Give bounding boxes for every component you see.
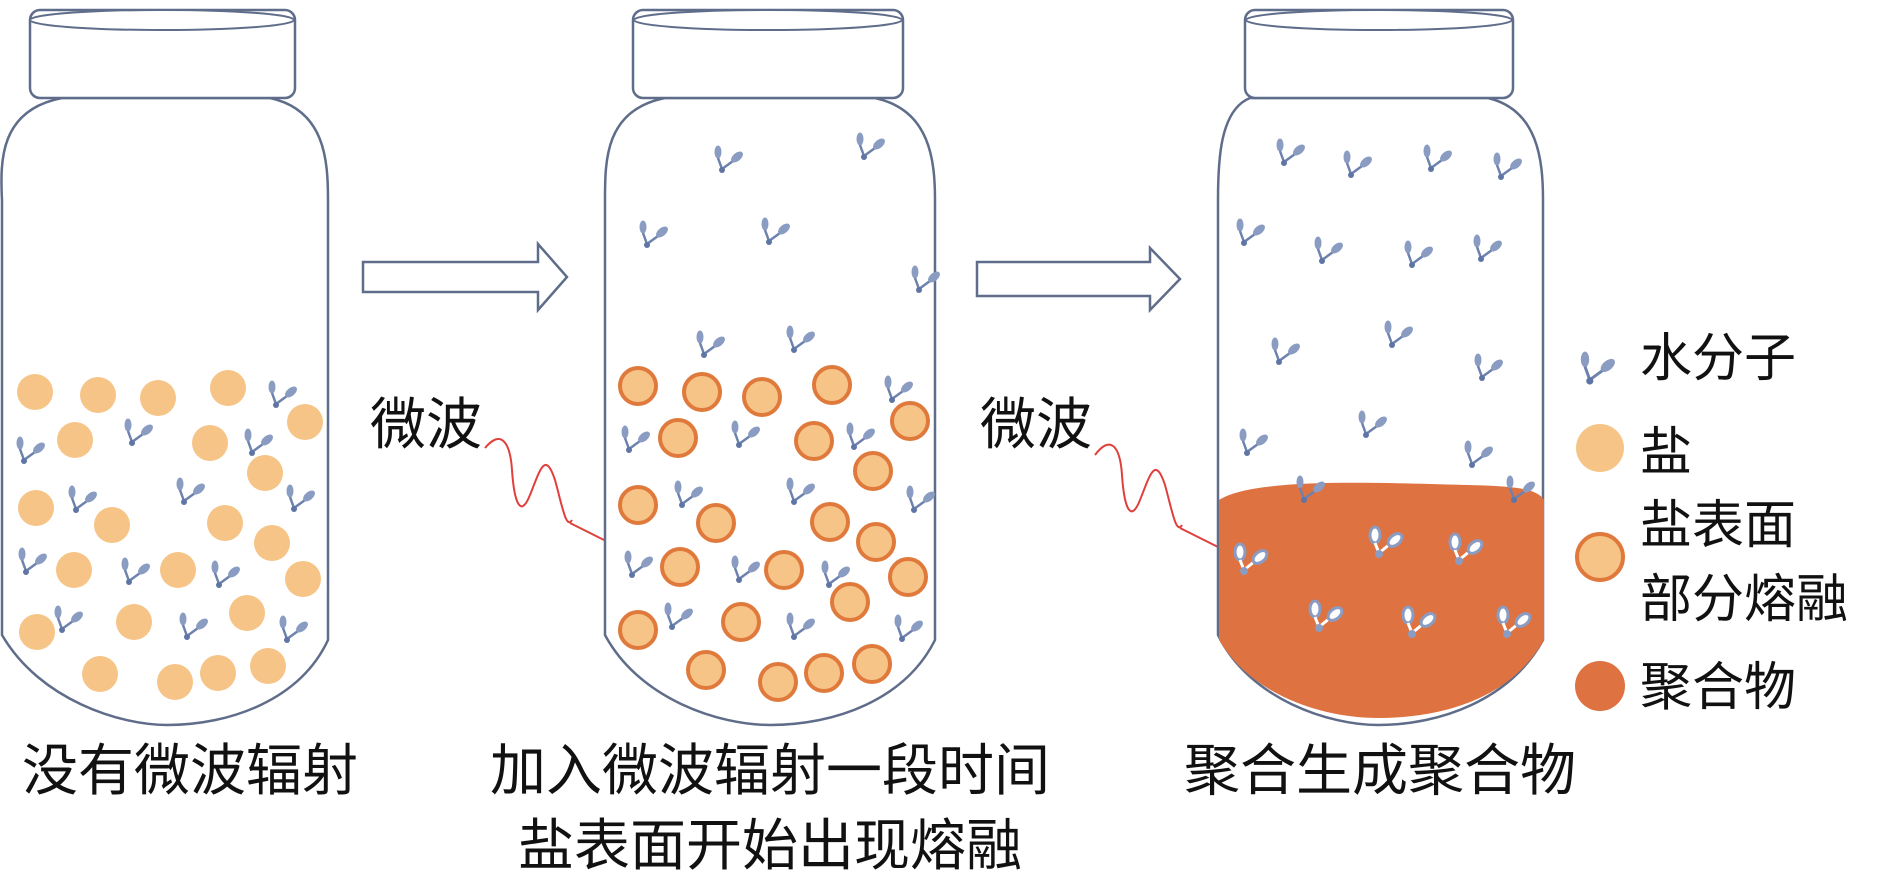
melting-salt-particle: [764, 550, 804, 590]
melting-salt-particle: [890, 401, 930, 441]
melting-salt-particle: [742, 377, 782, 417]
legend-melting-line1: 盐表面: [1640, 496, 1796, 556]
melting-salt-particle: [888, 557, 928, 597]
salt-particle: [285, 561, 321, 597]
melting-salt-particle: [812, 365, 852, 405]
salt-particle: [247, 455, 283, 491]
jar-1-salt-particles: [17, 370, 323, 700]
melting-salt-particle: [856, 522, 896, 562]
stage-3-caption: 聚合生成聚合物: [1184, 739, 1576, 804]
salt-particle: [94, 507, 130, 543]
legend: 水分子 盐 盐表面 部分熔融 聚合物: [1575, 329, 1848, 718]
salt-particle: [157, 664, 193, 700]
legend-polymer-icon: [1575, 661, 1625, 711]
salt-particle: [210, 370, 246, 406]
jar-2-melting-salt-particles: [618, 365, 930, 702]
melting-salt-particle: [618, 366, 658, 406]
salt-particle: [19, 614, 55, 650]
legend-water-label: 水分子: [1640, 329, 1796, 389]
legend-polymer-label: 聚合物: [1640, 658, 1796, 718]
salt-particle: [200, 655, 236, 691]
microwave-label-2: 微波: [980, 393, 1092, 458]
salt-particle: [229, 595, 265, 631]
salt-particle: [57, 422, 93, 458]
melting-salt-particle: [852, 644, 892, 684]
melting-salt-particle: [618, 610, 658, 650]
melting-salt-particle: [721, 602, 761, 642]
stage-1-caption: 没有微波辐射: [22, 739, 358, 804]
jar-2: [603, 8, 937, 727]
melting-salt-particle: [758, 662, 798, 702]
legend-melting-salt-icon: [1575, 532, 1625, 582]
melting-salt-particle: [853, 451, 893, 491]
salt-particle: [18, 490, 54, 526]
salt-particle: [160, 552, 196, 588]
salt-particle: [254, 525, 290, 561]
melting-salt-particle: [686, 650, 726, 690]
melting-salt-particle: [618, 485, 658, 525]
legend-water-icon: [1579, 350, 1619, 387]
microwave-label-1: 微波: [370, 393, 482, 458]
salt-particle: [207, 505, 243, 541]
melting-salt-particle: [794, 421, 834, 461]
melting-salt-particle: [682, 372, 722, 412]
jar-3: [1216, 8, 1545, 727]
process-arrow-1: [361, 240, 569, 314]
salt-particle: [116, 604, 152, 640]
salt-particle: [192, 425, 228, 461]
salt-particle: [17, 374, 53, 410]
salt-particle: [56, 552, 92, 588]
microwave-wave-2: [1094, 443, 1183, 529]
salt-particle: [250, 648, 286, 684]
legend-melting-line2: 部分熔融: [1640, 570, 1848, 630]
process-arrow-2: [975, 244, 1182, 314]
jar-1: [0, 8, 330, 727]
legend-salt-label: 盐: [1640, 423, 1692, 483]
polymer-layer: [1219, 482, 1544, 718]
salt-particle: [80, 377, 116, 413]
legend-salt-icon: [1576, 424, 1624, 472]
salt-particle: [82, 656, 118, 692]
melting-salt-particle: [804, 653, 844, 693]
melting-salt-particle: [830, 582, 870, 622]
melting-salt-particle: [696, 503, 736, 543]
melting-salt-particle: [660, 547, 700, 587]
salt-particle: [287, 404, 323, 440]
stage-2-caption-line1: 加入微波辐射一段时间: [490, 739, 1050, 804]
melting-salt-particle: [810, 502, 850, 542]
stage-2-caption-line2: 盐表面开始出现熔融: [518, 814, 1022, 879]
melting-salt-particle: [658, 418, 698, 458]
salt-particle: [140, 380, 176, 416]
microwave-wave-1: [484, 438, 573, 524]
